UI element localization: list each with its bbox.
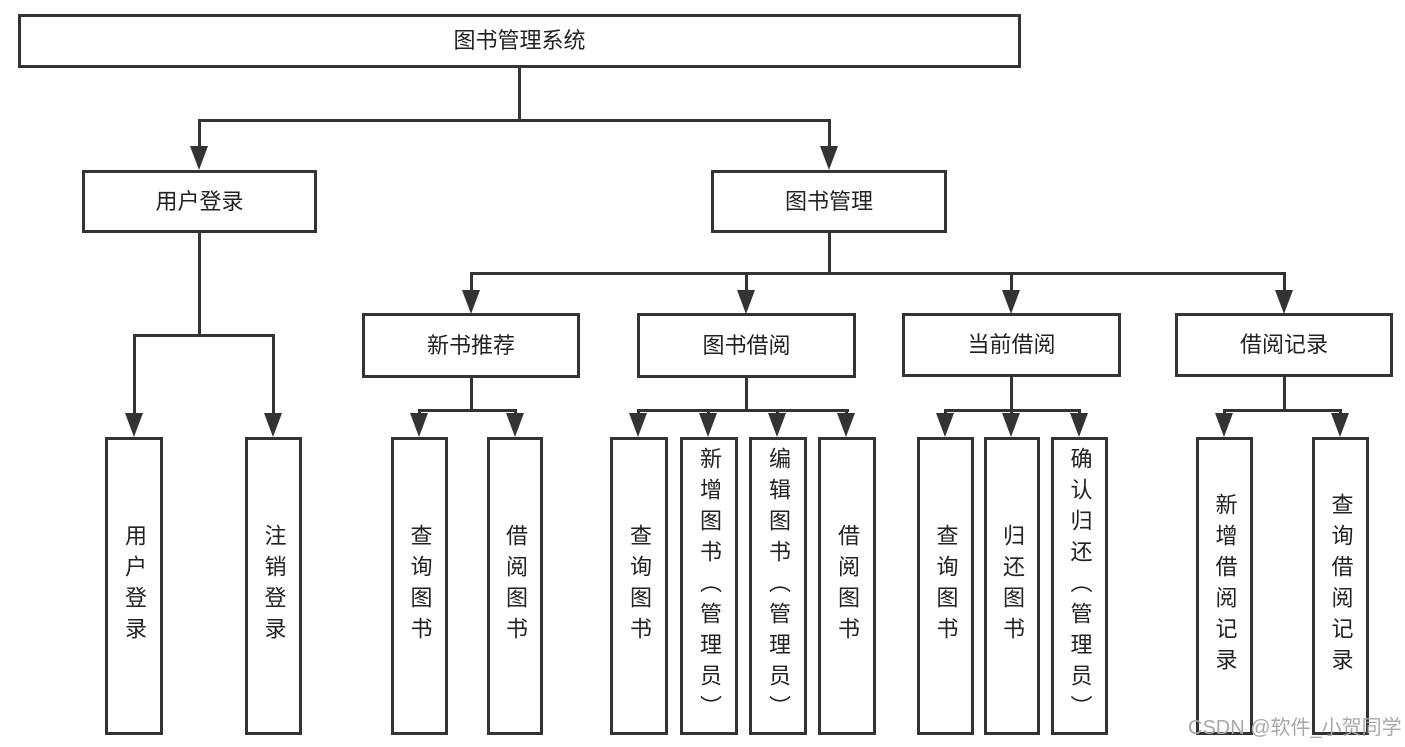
arrow-down-icon xyxy=(410,413,428,437)
arrow-down-icon xyxy=(1002,290,1020,314)
node-records-add-record: 新增借阅记录 xyxy=(1196,437,1253,735)
arrow-down-icon xyxy=(699,413,717,437)
node-current-confirm-return-admin: 确认归还（管理员） xyxy=(1051,437,1108,735)
node-current-borrowing: 当前借阅 xyxy=(902,313,1121,377)
node-label: 借阅记录 xyxy=(1239,332,1328,357)
connector-line xyxy=(828,119,831,148)
arrow-down-icon xyxy=(462,290,480,314)
connector-line xyxy=(418,409,421,415)
node-library-management-system: 图书管理系统 xyxy=(18,14,1021,68)
node-label: 注销登录 xyxy=(261,524,287,648)
arrow-down-icon xyxy=(1331,413,1349,437)
node-borrowing-query-books: 查询图书 xyxy=(610,437,668,735)
node-label: 编辑图书（管理员） xyxy=(766,446,791,726)
node-new-book-recommend: 新书推荐 xyxy=(362,313,580,378)
connector-line xyxy=(514,409,517,415)
node-book-management: 图书管理 xyxy=(711,170,947,233)
connector-line xyxy=(272,334,275,413)
node-records-query-record: 查询借阅记录 xyxy=(1312,437,1369,735)
node-label: 用户登录 xyxy=(122,524,147,648)
connector-line xyxy=(944,409,947,415)
connector-line xyxy=(637,409,849,412)
node-label: 查询图书 xyxy=(627,524,652,648)
arrow-down-icon xyxy=(1215,413,1233,437)
node-book-borrowing: 图书借阅 xyxy=(637,313,856,378)
arrow-down-icon xyxy=(190,146,208,170)
connector-line xyxy=(828,233,831,275)
node-label: 图书管理系统 xyxy=(453,28,586,53)
node-user-login-leaf: 用户登录 xyxy=(105,437,163,735)
arrow-down-icon xyxy=(820,146,838,170)
arrow-down-icon xyxy=(737,290,755,314)
arrow-down-icon xyxy=(936,413,954,437)
connector-line xyxy=(198,119,831,122)
arrow-down-icon xyxy=(1002,413,1020,437)
connector-line xyxy=(133,334,275,337)
connector-line xyxy=(1283,377,1286,412)
connector-line xyxy=(518,66,521,122)
node-label: 新增借阅记录 xyxy=(1212,493,1238,679)
arrow-down-icon xyxy=(264,413,282,437)
connector-line xyxy=(1010,272,1013,292)
connector-line xyxy=(845,409,848,415)
connector-line xyxy=(470,378,473,412)
node-label: 用户登录 xyxy=(155,188,244,214)
node-label: 新增图书（管理员） xyxy=(697,446,722,726)
arrow-down-icon xyxy=(1070,413,1088,437)
node-borrowing-add-books-admin: 新增图书（管理员） xyxy=(680,437,738,735)
node-label: 归还图书 xyxy=(1000,524,1025,648)
connector-line xyxy=(470,272,473,292)
connector-line xyxy=(198,233,201,337)
connector-line xyxy=(470,272,1285,275)
arrow-down-icon xyxy=(768,413,786,437)
node-label: 借阅图书 xyxy=(503,524,528,648)
connector-line xyxy=(1223,409,1226,415)
connector-line xyxy=(1223,409,1342,412)
connector-line xyxy=(776,409,779,415)
node-label: 图书借阅 xyxy=(702,332,791,358)
arrow-down-icon xyxy=(837,413,855,437)
arrow-down-icon xyxy=(1275,290,1293,314)
connector-line xyxy=(637,409,640,415)
node-label: 确认归还（管理员） xyxy=(1067,446,1093,726)
arrow-down-icon xyxy=(125,413,143,437)
connector-line xyxy=(745,272,748,292)
node-borrowing-records: 借阅记录 xyxy=(1175,313,1393,377)
node-borrowing-edit-books-admin: 编辑图书（管理员） xyxy=(749,437,807,735)
node-current-query-books: 查询图书 xyxy=(917,437,974,735)
connector-line xyxy=(1339,409,1342,415)
node-user-login: 用户登录 xyxy=(82,170,317,233)
connector-line xyxy=(1010,409,1013,415)
node-label: 新书推荐 xyxy=(426,332,515,358)
connector-line xyxy=(1283,272,1286,292)
node-current-return-books: 归还图书 xyxy=(984,437,1040,735)
node-recommend-borrow-books: 借阅图书 xyxy=(487,437,543,735)
watermark: CSDN @软件_小贺同学 xyxy=(1188,717,1402,739)
node-label: 借阅图书 xyxy=(835,524,860,648)
arrow-down-icon xyxy=(629,413,647,437)
connector-line xyxy=(745,378,748,412)
node-label: 当前借阅 xyxy=(967,332,1056,357)
node-label: 图书管理 xyxy=(784,188,873,214)
connector-line xyxy=(1078,409,1081,415)
node-label: 查询图书 xyxy=(933,524,959,648)
connector-line xyxy=(418,409,517,412)
connector-line xyxy=(707,409,710,415)
node-label: 查询借阅记录 xyxy=(1328,493,1354,679)
connector-line xyxy=(1010,377,1013,412)
connector-line xyxy=(198,119,201,148)
node-borrowing-borrow-books: 借阅图书 xyxy=(818,437,876,735)
node-logout-leaf: 注销登录 xyxy=(245,437,302,735)
connector-line xyxy=(133,334,136,413)
node-recommend-query-books: 查询图书 xyxy=(391,437,448,735)
node-label: 查询图书 xyxy=(407,524,433,648)
arrow-down-icon xyxy=(506,413,524,437)
